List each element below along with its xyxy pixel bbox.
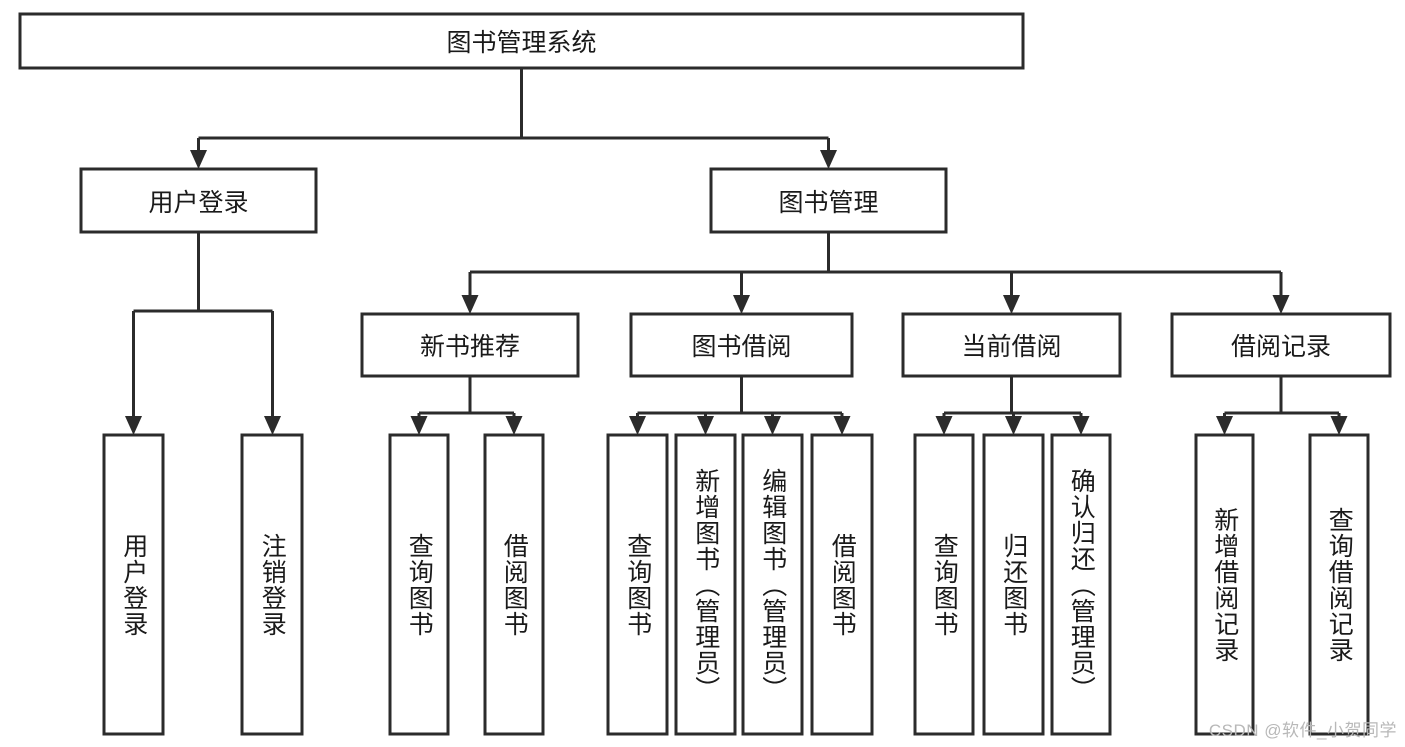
node-leaf-box-9[interactable] [982, 433, 1045, 736]
node-leaf-box-10[interactable] [1050, 433, 1112, 736]
node-level3-box-1[interactable] [629, 312, 854, 378]
arrow-icon-bb-add-book [697, 416, 714, 435]
arrow-icon-user-login [190, 150, 207, 169]
arrow-icon-nb-borrow-book [505, 416, 523, 435]
connector-group-bookborrow-to-leaves [629, 376, 851, 435]
node-leaf-box-4[interactable] [606, 433, 669, 736]
node-leaf-box-3[interactable] [483, 433, 545, 736]
connector-group-bookmanage-to-level3 [461, 232, 1290, 314]
arrow-icon-cb-confirm-return [1072, 416, 1090, 435]
connector-group-currentborrow-to-leaves [935, 376, 1090, 435]
node-leaf-box-0[interactable] [102, 433, 165, 736]
arrow-icon-br-add-record [1216, 416, 1233, 435]
node-leaf-box-2[interactable] [388, 433, 450, 736]
node-level3-box-2[interactable] [901, 312, 1122, 378]
arrow-icon-current-borrow [1003, 295, 1020, 314]
node-leaf-box-11[interactable] [1194, 433, 1255, 736]
node-leaf-box-12[interactable] [1308, 433, 1370, 736]
arrow-icon-new-book-rec [461, 295, 479, 314]
connector-group-newbook-to-leaves [410, 376, 523, 435]
node-level2-box-1[interactable] [709, 167, 948, 234]
arrow-icon-leaf-user-login [125, 416, 142, 435]
arrow-icon-nb-query-book [410, 416, 428, 435]
arrow-icon-cb-return-book [1005, 416, 1022, 435]
node-level3-box-3[interactable] [1170, 312, 1392, 378]
arrow-icon-bb-edit-book [764, 416, 781, 435]
node-level2-box-0[interactable] [79, 167, 318, 234]
arrow-icon-leaf-logout [264, 416, 281, 435]
node-root-box[interactable] [18, 12, 1025, 70]
arrow-icon-borrow-record [1272, 295, 1290, 314]
node-leaf-box-1[interactable] [240, 433, 304, 736]
arrow-icon-book-borrow [733, 295, 750, 314]
arrow-icon-br-query-record [1330, 416, 1348, 435]
connector-group-userlogin-to-leaves [125, 232, 281, 435]
node-leaf-box-8[interactable] [913, 433, 975, 736]
connector-group-borrowrecord-to-leaves [1216, 376, 1348, 435]
arrow-icon-bb-borrow-book [833, 416, 851, 435]
arrow-icon-book-manage [820, 150, 837, 169]
node-leaf-box-6[interactable] [741, 433, 804, 736]
arrow-icon-bb-query-book [629, 416, 646, 435]
arrow-icon-cb-query-book [935, 416, 953, 435]
connector-group-root-to-level2 [190, 68, 837, 169]
node-leaf-box-5[interactable] [674, 433, 737, 736]
node-leaf-box-7[interactable] [810, 433, 874, 736]
node-level3-box-0[interactable] [360, 312, 580, 378]
